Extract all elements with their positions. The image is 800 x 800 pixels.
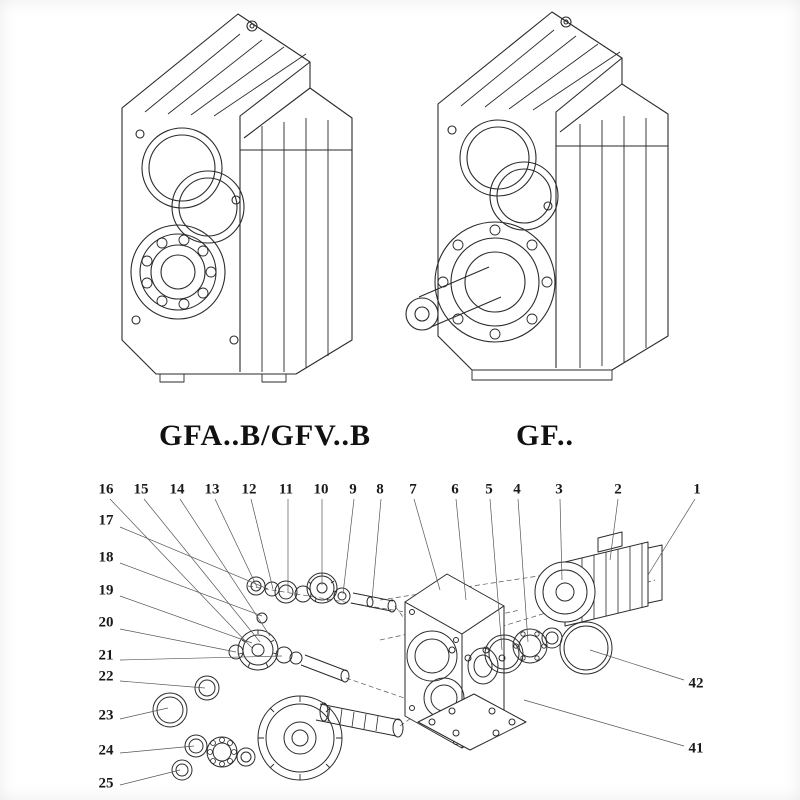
callout-18: 18 <box>98 549 114 566</box>
callout-42: 42 <box>688 675 704 692</box>
callout-4: 4 <box>513 481 521 498</box>
motor-side-rings <box>484 621 613 675</box>
callout-1: 1 <box>693 481 701 498</box>
callout-13: 13 <box>204 481 220 498</box>
callout-17: 17 <box>98 512 114 529</box>
callout-20: 20 <box>98 614 114 631</box>
cover-and-seal-parts <box>152 675 220 728</box>
callout-21: 21 <box>98 647 114 664</box>
callout-5: 5 <box>485 481 493 498</box>
callout-7: 7 <box>409 481 417 498</box>
callout-6: 6 <box>451 481 459 498</box>
callout-2: 2 <box>614 481 622 498</box>
callout-9: 9 <box>349 481 357 498</box>
intermediate-gear-parts <box>228 629 350 683</box>
callout-8: 8 <box>376 481 384 498</box>
callout-22: 22 <box>98 668 114 685</box>
gasket-and-bolts <box>417 646 527 751</box>
exploded-view-drawing <box>109 498 696 786</box>
callout-11: 11 <box>278 481 294 498</box>
callout-23: 23 <box>98 707 114 724</box>
callout-14: 14 <box>169 481 185 498</box>
callout-15: 15 <box>133 481 149 498</box>
model-label-gfab-gfv: GFA..B/GFV..B <box>159 419 371 452</box>
motor-drawing <box>534 531 663 627</box>
gearbox-drawing-gf <box>405 11 669 381</box>
callout-10: 10 <box>313 481 329 498</box>
callout-3: 3 <box>555 481 563 498</box>
model-label-gf: GF.. <box>516 419 574 452</box>
callout-16: 16 <box>98 481 114 498</box>
callout-12: 12 <box>241 481 257 498</box>
gearbox-drawing-gfab-gfv <box>121 13 353 383</box>
callout-24: 24 <box>98 742 114 759</box>
output-shaft-parts <box>171 695 404 781</box>
callout-leader-lines <box>109 498 696 786</box>
callout-25: 25 <box>98 775 114 792</box>
callout-19: 19 <box>98 582 114 599</box>
callout-41: 41 <box>688 740 704 757</box>
